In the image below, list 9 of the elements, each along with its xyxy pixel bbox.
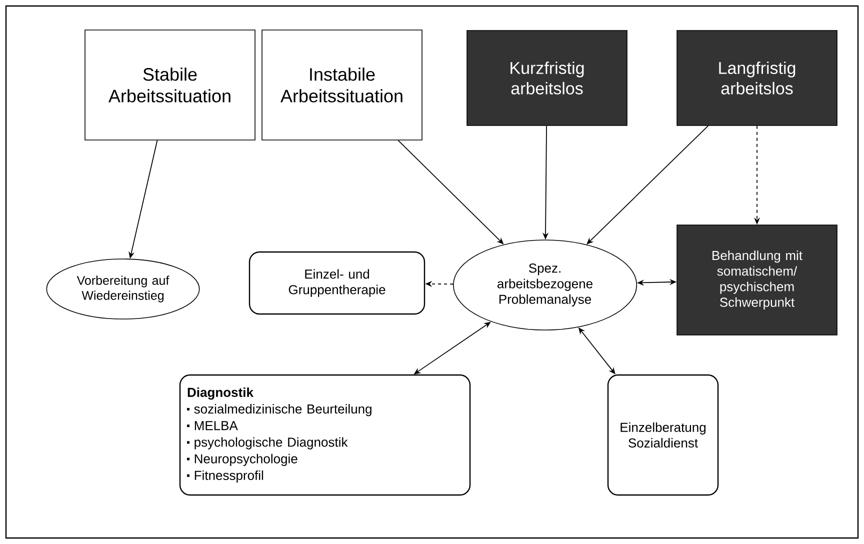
situation-box: Stabile Arbeitssituation (84, 30, 256, 140)
dark-box: Kurzfristig arbeitslos (466, 30, 628, 126)
diagnostics-box: Diagnostik sozialmedizinische Beurteilung MELBA psychologische Diagnostik Neuropsychologie Fitnessprofil (179, 374, 471, 496)
dark-box: Langfristig arbeitslos (676, 30, 838, 126)
rounded-box: Einzelberatung Sozialdienst (607, 374, 719, 496)
arrow (586, 125, 708, 244)
rounded-box: Einzel- und Gruppentherapie (248, 251, 426, 315)
situation-box: Instabile Arbeitssituation (262, 30, 422, 140)
dark-box: Behandlung mit somatischem/ psychischem Schwerpunkt (676, 224, 838, 336)
